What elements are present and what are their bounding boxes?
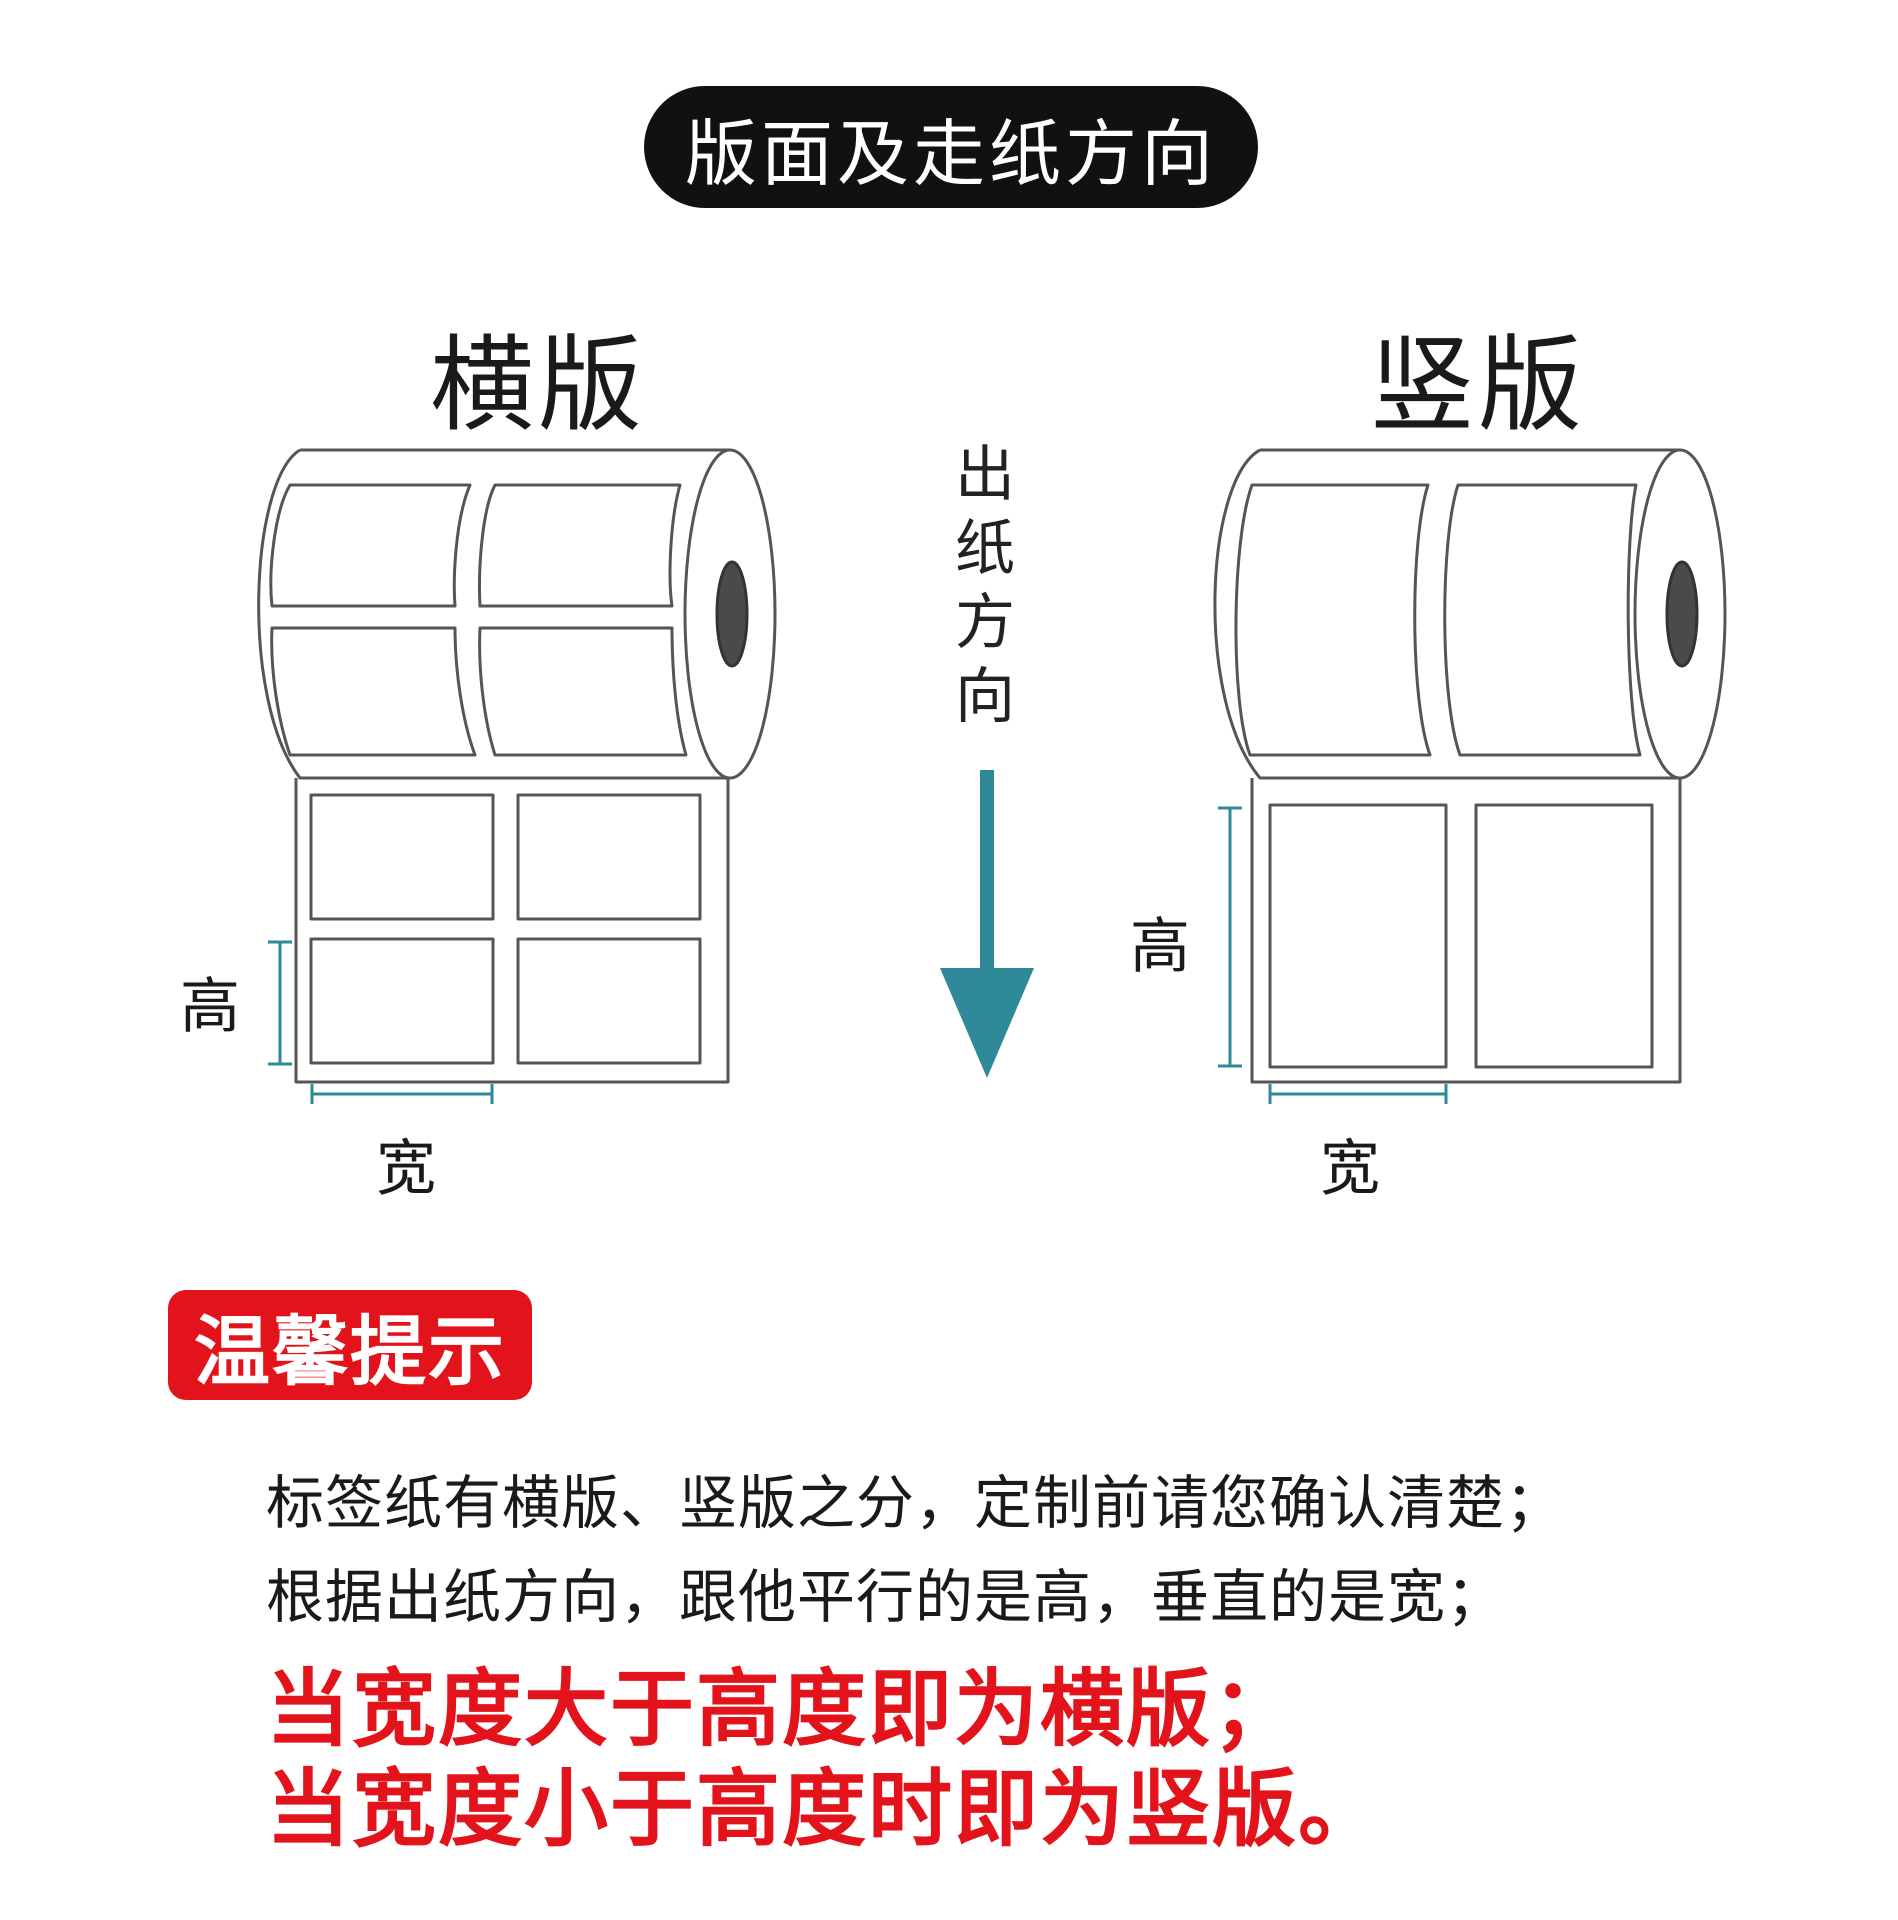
tip-line-2: 根据出纸方向，跟他平行的是高，垂直的是宽； <box>266 1563 1506 1631</box>
right-width-label: 宽 <box>1320 1134 1380 1204</box>
heading-horizontal: 横版 <box>430 324 647 446</box>
paper-direction-arrow <box>940 770 1034 1078</box>
title-badge: 版面及走纸方向 <box>644 86 1258 208</box>
tip-badge: 温馨提示 <box>168 1290 532 1400</box>
page-title: 版面及走纸方向 <box>684 111 1217 196</box>
direction-char: 出 <box>955 440 1015 510</box>
tip-line-4: 当宽度小于高度时即为竖版。 <box>266 1760 1385 1858</box>
right-height-label: 高 <box>1130 912 1190 982</box>
direction-char: 纸 <box>955 514 1015 584</box>
paper-direction-label: 出 纸 方 向 <box>950 438 1020 734</box>
tip-line-1: 标签纸有横版、竖版之分，定制前请您确认清楚； <box>266 1469 1565 1537</box>
horizontal-roll-illustration <box>257 448 777 1084</box>
heading-vertical: 竖版 <box>1370 324 1587 446</box>
direction-char: 向 <box>955 662 1015 732</box>
vertical-roll-illustration <box>1213 448 1727 1084</box>
left-height-label: 高 <box>180 972 240 1042</box>
left-width-label: 宽 <box>376 1134 436 1204</box>
direction-char: 方 <box>955 588 1015 658</box>
tip-badge-label: 温馨提示 <box>194 1307 506 1396</box>
tip-line-3: 当宽度大于高度即为横版； <box>266 1660 1299 1758</box>
